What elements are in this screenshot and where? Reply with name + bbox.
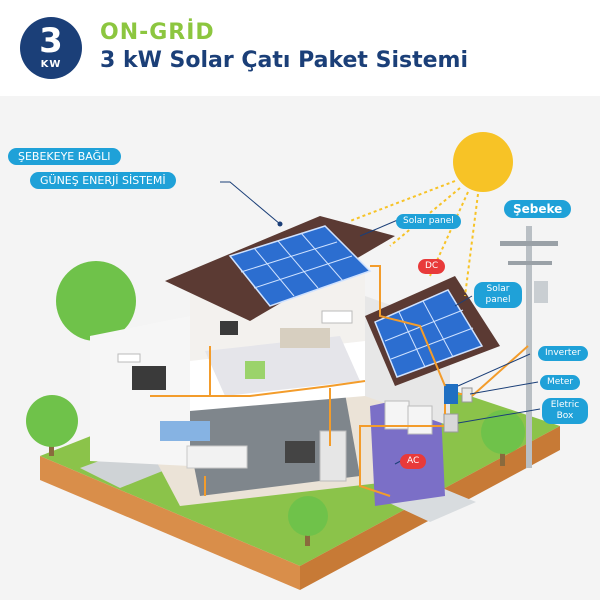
electric-box-device <box>443 413 459 433</box>
tree-small-left <box>26 395 78 456</box>
solar-panel-array-1 <box>228 225 372 307</box>
power-badge: 3 KW <box>20 17 82 79</box>
tree-bottom <box>288 496 328 546</box>
callout-solar-system: GÜNEŞ ENERJİ SİSTEMİ <box>30 172 176 189</box>
wiring <box>150 265 529 497</box>
page-subtitle: 3 kW Solar Çatı Paket Sistemi <box>100 48 468 73</box>
callout-grid-connected: ŞEBEKEYE BAĞLI <box>8 148 121 165</box>
sun <box>453 132 513 192</box>
badge-number: 3 <box>39 21 63 61</box>
label-ac: AC <box>400 454 427 469</box>
solar-system-illustration: ŞEBEKEYE BAĞLI GÜNEŞ ENERJİ SİSTEMİ Sola… <box>0 96 600 600</box>
left-wall <box>90 316 190 466</box>
chair <box>245 361 265 379</box>
tree-left <box>56 261 136 356</box>
label-solar-panel-1: Solar panel <box>396 214 461 229</box>
label-meter: Meter <box>540 375 581 390</box>
bed <box>280 328 330 348</box>
stove <box>285 441 315 463</box>
solar-panel-grid-1 <box>240 232 353 297</box>
inverter-device <box>444 384 458 404</box>
upper-floor <box>205 336 360 396</box>
kitchen-island <box>186 445 248 469</box>
callout-dot <box>277 221 283 227</box>
label-electric-box: Eletric Box <box>542 398 588 424</box>
dryer <box>407 405 433 435</box>
sofa <box>160 421 210 441</box>
air-conditioner <box>321 310 353 324</box>
label-inverter: Inverter <box>538 346 588 361</box>
badge-unit: KW <box>40 59 62 70</box>
house-illustration <box>26 132 560 590</box>
label-solar-panel-2: Solar panel <box>474 282 522 308</box>
utility-pole <box>500 226 558 468</box>
tree-right <box>481 410 525 466</box>
meter-device <box>461 387 473 403</box>
label-grid: Şebeke <box>504 200 572 218</box>
soil-left <box>40 456 300 590</box>
callout-lines <box>220 181 541 465</box>
fridge <box>319 430 347 482</box>
monitor <box>220 321 238 335</box>
page-title: ON-GRİD <box>100 20 215 45</box>
air-conditioner-2 <box>117 353 141 363</box>
television <box>132 366 166 390</box>
sun-rays <box>349 180 479 297</box>
washing-machine <box>384 400 410 430</box>
header: 3 KW ON-GRİD 3 kW Solar Çatı Paket Siste… <box>0 0 600 96</box>
label-dc: DC <box>418 259 446 274</box>
